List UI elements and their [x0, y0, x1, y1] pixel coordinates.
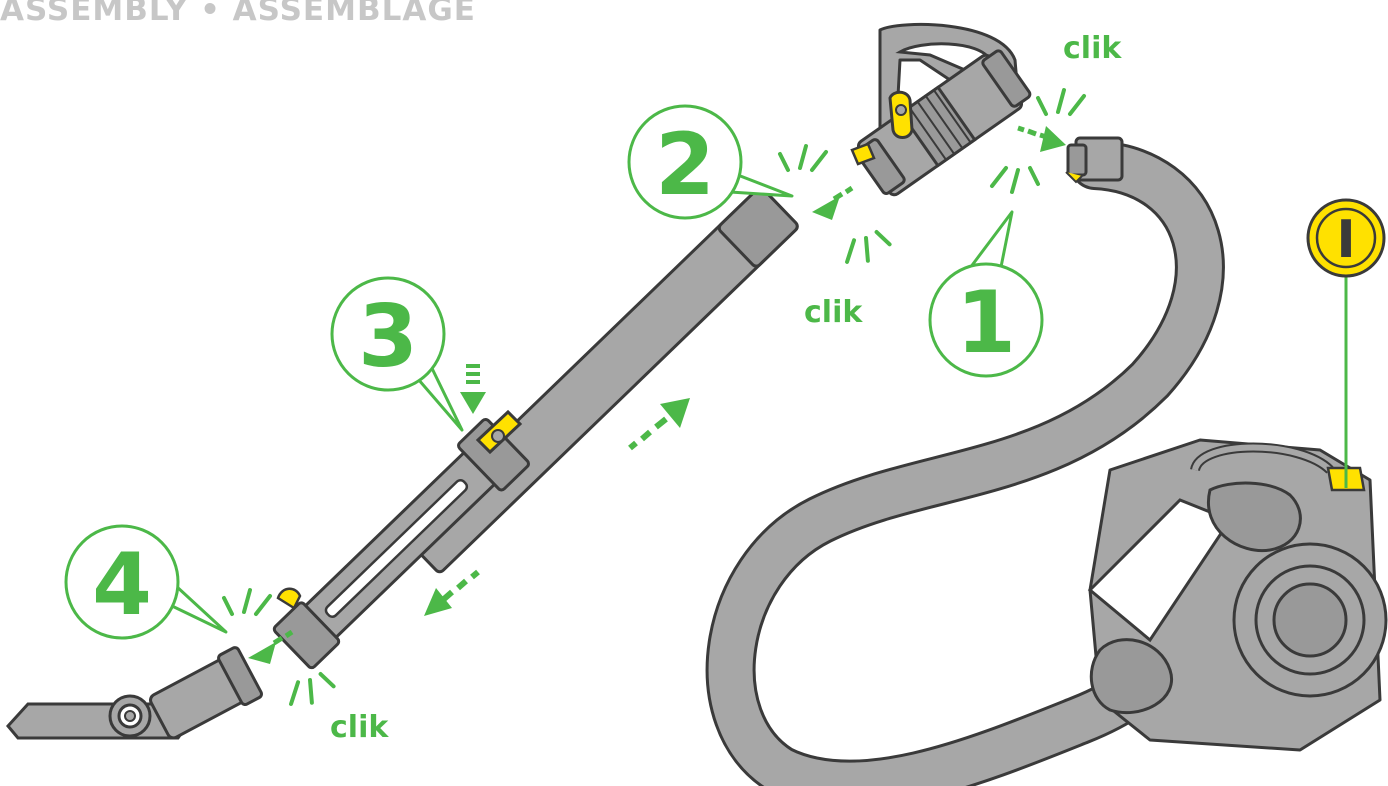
power-on-icon: I [1306, 198, 1386, 278]
step-1-callout: 1 [928, 210, 1044, 378]
power-callout: I [1306, 198, 1386, 488]
step-3-number: 3 [358, 287, 418, 387]
push-arrow-icon [628, 398, 690, 451]
cylinder-vacuum-body [1087, 438, 1388, 752]
hose [705, 136, 1225, 786]
hose-cuff [1065, 136, 1124, 184]
push-arrow-icon [424, 569, 480, 616]
power-symbol: I [1336, 210, 1355, 270]
clik-label-step-1: clik [1063, 31, 1122, 66]
step-4-callout: 4 [64, 524, 228, 640]
push-arrow-icon [1017, 125, 1066, 152]
floor-tool [6, 646, 263, 740]
wand-handle [850, 22, 1032, 197]
push-arrow-icon [460, 364, 486, 414]
step-4-number: 4 [92, 535, 152, 635]
page-heading: ASSEMBLY • ASSEMBLAGE [0, 0, 476, 28]
step-2-callout: 2 [627, 104, 794, 220]
wand-tube [272, 186, 799, 670]
push-arrow-icon [812, 185, 854, 220]
push-arrow-icon [248, 629, 294, 664]
clik-label-step-4: clik [330, 710, 389, 745]
clik-label-step-2: clik [804, 295, 863, 330]
step-3-callout: 3 [330, 276, 464, 432]
step-1-number: 1 [956, 273, 1016, 373]
step-2-number: 2 [655, 115, 715, 215]
